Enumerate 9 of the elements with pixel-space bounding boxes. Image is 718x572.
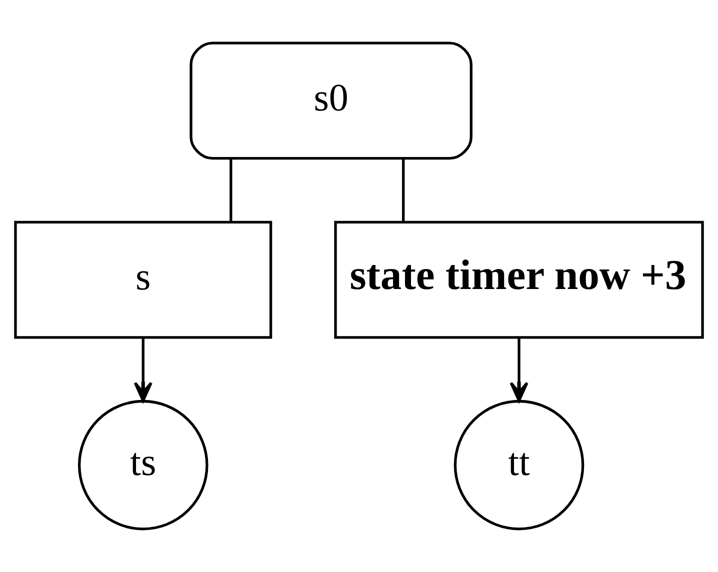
node-circle: ts [78,400,208,530]
node-box: s [14,220,272,339]
node-box: state timer now +3 [334,220,704,339]
connector [230,158,232,222]
node-circle: tt [454,400,584,530]
node-box: s0 [190,42,472,160]
arrow [134,338,152,402]
arrow [510,338,528,402]
connector [402,158,405,222]
